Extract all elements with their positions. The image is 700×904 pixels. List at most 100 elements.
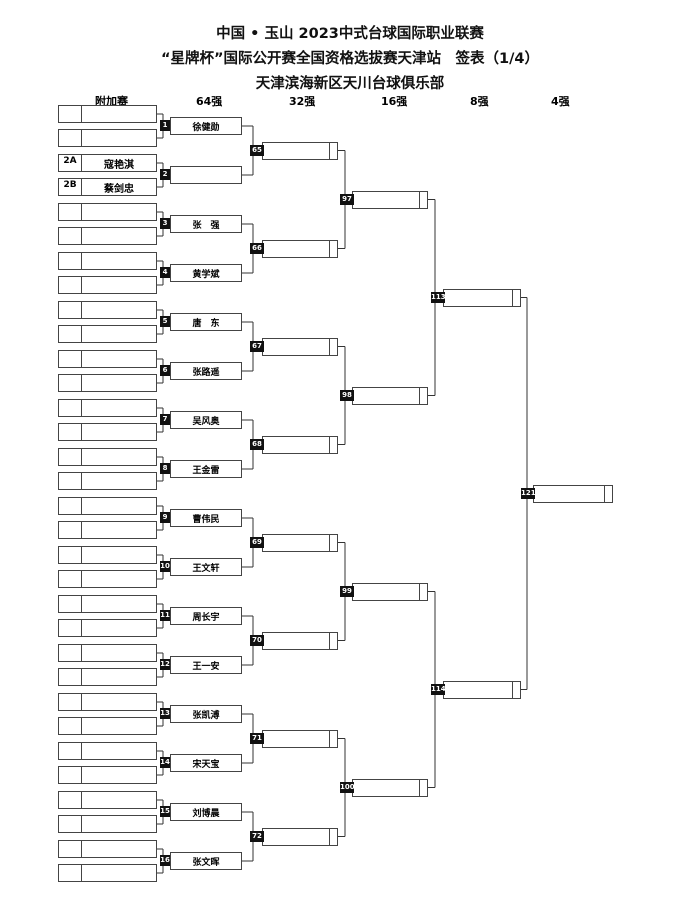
playin-slot[interactable] — [58, 350, 157, 368]
r64-slot[interactable]: 宋天宝 — [170, 754, 242, 772]
r64-slot[interactable]: 张凯溥 — [170, 705, 242, 723]
r32-slot[interactable] — [262, 827, 338, 846]
r64-slot[interactable]: 王一安 — [170, 656, 242, 674]
r64-name: 黄学斌 — [192, 270, 220, 280]
match-number: 6 — [160, 365, 170, 376]
r64-slot[interactable]: 张路遥 — [170, 362, 242, 380]
playin-slot[interactable] — [58, 276, 157, 294]
playin-slot[interactable] — [58, 521, 157, 539]
match-number: 10 — [160, 561, 170, 572]
match-number: 98 — [340, 389, 354, 401]
r64-slot[interactable]: 张文晖 — [170, 852, 242, 870]
playin-slot[interactable] — [58, 693, 157, 711]
r64-slot[interactable]: 周长宇 — [170, 607, 242, 625]
slot-divider — [419, 387, 420, 404]
playin-slot[interactable] — [58, 227, 157, 245]
r64-slot[interactable]: 吴风奥 — [170, 411, 242, 429]
slot-divider — [329, 436, 330, 453]
r64-name: 王金雷 — [192, 466, 220, 476]
playin-slot[interactable] — [58, 546, 157, 564]
r64-slot[interactable]: 曹伟民 — [170, 509, 242, 527]
r16-slot[interactable] — [352, 190, 428, 209]
playin-slot[interactable] — [58, 203, 157, 221]
playin-slot[interactable] — [58, 619, 157, 637]
slot-divider — [81, 302, 82, 318]
col-header-r32: 32强 — [289, 95, 316, 108]
playin-code: 2A — [63, 156, 77, 166]
title-line-3: 天津滨海新区天川台球俱乐部 — [255, 76, 445, 92]
slot-divider — [604, 485, 605, 502]
r8-slot[interactable] — [443, 680, 521, 699]
r64-name: 王一安 — [192, 662, 220, 672]
playin-slot[interactable] — [58, 472, 157, 490]
r8-slot[interactable] — [443, 288, 521, 307]
slot-divider — [81, 326, 82, 342]
title-line-1: 中国 • 玉山 2023中式台球国际职业联赛 — [216, 26, 484, 42]
playin-slot[interactable] — [58, 840, 157, 858]
playin-slot[interactable] — [58, 374, 157, 392]
r64-name: 宋天宝 — [192, 760, 220, 770]
match-number: 15 — [160, 806, 170, 817]
r32-slot[interactable] — [262, 141, 338, 160]
r64-name: 周长宇 — [192, 613, 220, 623]
slot-divider — [81, 718, 82, 734]
playin-slot[interactable] — [58, 717, 157, 735]
slot-divider — [81, 596, 82, 612]
match-number: 97 — [340, 193, 354, 205]
playin-slot[interactable] — [58, 570, 157, 588]
slot-divider — [419, 191, 420, 208]
playin-slot[interactable] — [58, 423, 157, 441]
r64-slot[interactable] — [170, 166, 242, 184]
match-number: 99 — [340, 585, 354, 597]
r64-slot[interactable]: 唐 东 — [170, 313, 242, 331]
playin-slot[interactable] — [58, 595, 157, 613]
match-number: 4 — [160, 267, 170, 278]
playin-slot[interactable] — [58, 791, 157, 809]
r16-slot[interactable] — [352, 386, 428, 405]
match-number: 3 — [160, 218, 170, 229]
r64-slot[interactable]: 张 强 — [170, 215, 242, 233]
r64-slot[interactable]: 黄学斌 — [170, 264, 242, 282]
playin-slot[interactable] — [58, 252, 157, 270]
playin-slot[interactable] — [58, 864, 157, 882]
match-number: 13 — [160, 708, 170, 719]
match-number: 121 — [521, 487, 536, 499]
r64-slot[interactable]: 王文轩 — [170, 558, 242, 576]
playin-slot[interactable] — [58, 448, 157, 466]
r16-slot[interactable] — [352, 582, 428, 601]
playin-slot[interactable] — [58, 668, 157, 686]
playin-slot[interactable] — [58, 815, 157, 833]
r32-slot[interactable] — [262, 533, 338, 552]
r32-slot[interactable] — [262, 239, 338, 258]
match-number: 71 — [250, 732, 264, 744]
match-number: 8 — [160, 463, 170, 474]
playin-slot[interactable] — [58, 399, 157, 417]
r16-slot[interactable] — [352, 778, 428, 797]
slot-divider — [81, 522, 82, 538]
r32-slot[interactable] — [262, 337, 338, 356]
playin-slot[interactable] — [58, 129, 157, 147]
playin-slot[interactable] — [58, 301, 157, 319]
match-number: 70 — [250, 634, 264, 646]
playin-slot[interactable] — [58, 644, 157, 662]
r64-slot[interactable]: 徐健勋 — [170, 117, 242, 135]
r32-slot[interactable] — [262, 435, 338, 454]
playin-slot[interactable] — [58, 742, 157, 760]
r4-slot[interactable] — [533, 484, 613, 503]
slot-divider — [81, 473, 82, 489]
r64-slot[interactable]: 王金雷 — [170, 460, 242, 478]
slot-divider — [419, 779, 420, 796]
slot-divider — [81, 816, 82, 832]
r64-slot[interactable]: 刘博晨 — [170, 803, 242, 821]
match-number: 11 — [160, 610, 170, 621]
playin-slot[interactable] — [58, 766, 157, 784]
playin-slot[interactable] — [58, 497, 157, 515]
r32-slot[interactable] — [262, 729, 338, 748]
playin-slot[interactable] — [58, 105, 157, 123]
slot-divider — [81, 792, 82, 808]
r32-slot[interactable] — [262, 631, 338, 650]
playin-slot[interactable] — [58, 325, 157, 343]
slot-divider — [81, 645, 82, 661]
